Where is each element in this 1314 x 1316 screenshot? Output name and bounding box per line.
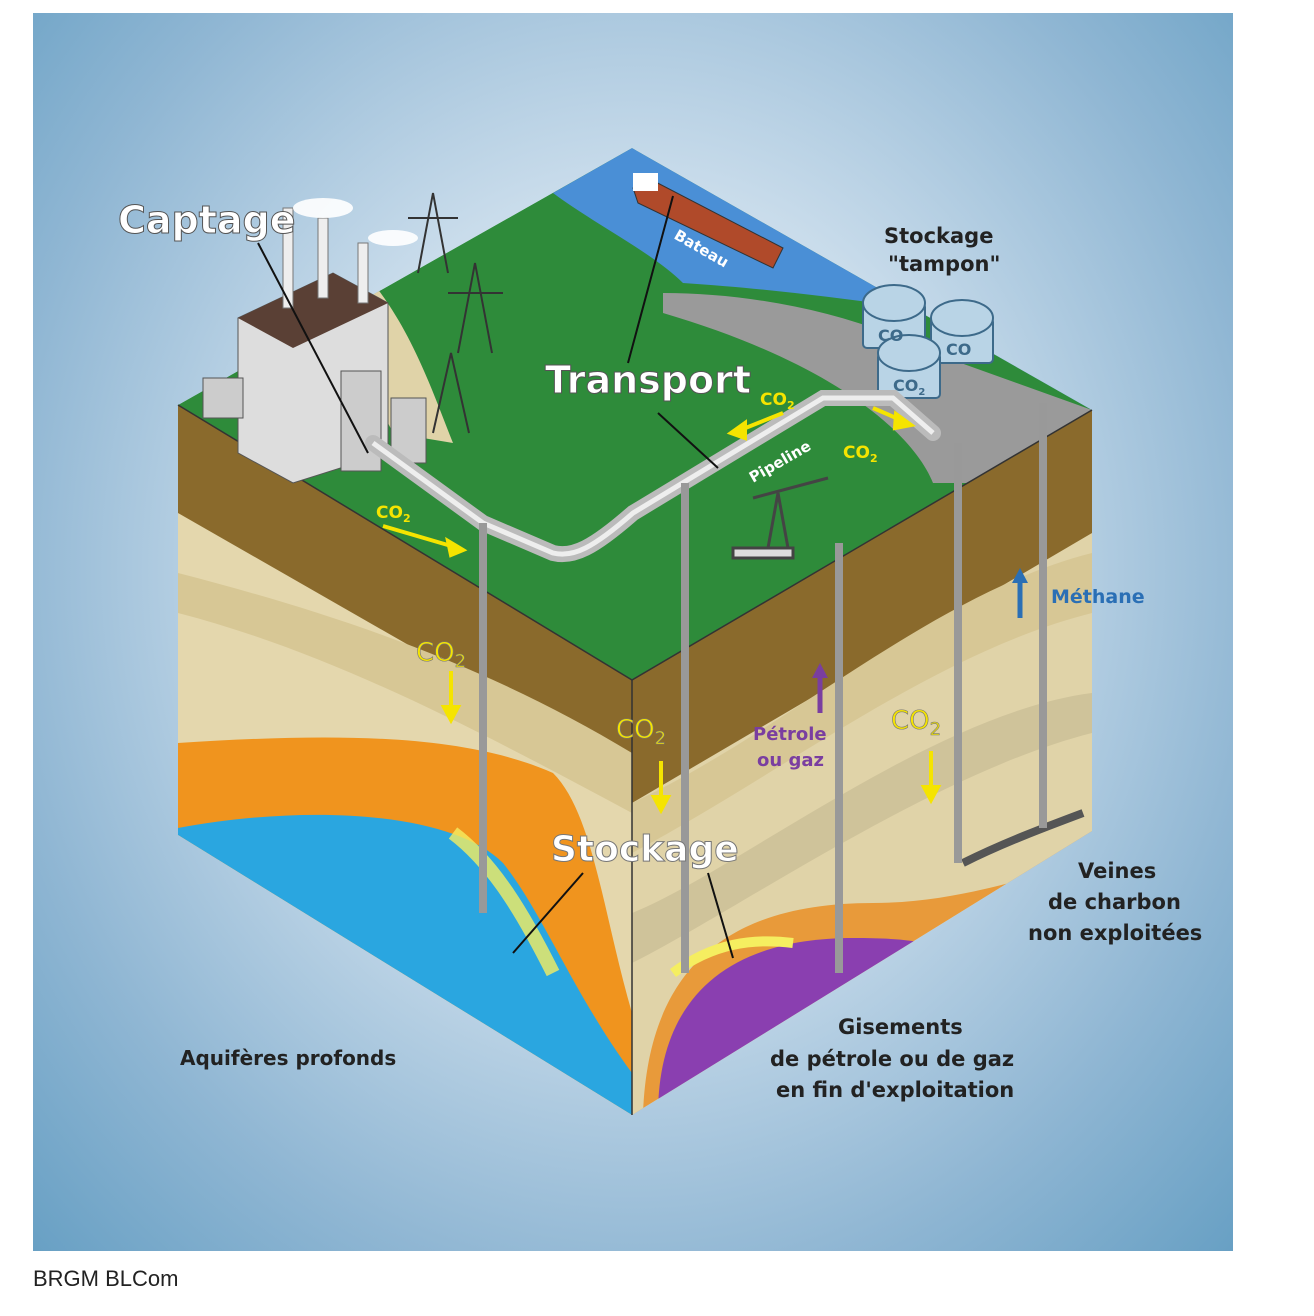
transport-label: Transport xyxy=(545,358,751,402)
co2-labels: CO2 CO2 CO2 CO2 CO2 CO2 xyxy=(376,390,941,749)
co2-label: CO xyxy=(893,376,918,395)
stockage-tampon-label-1: Stockage xyxy=(884,224,993,248)
coal-seam xyxy=(961,809,1085,867)
diagram-svg xyxy=(177,148,1093,1115)
topsoil-layer xyxy=(178,405,632,773)
co2-subscript: 2 xyxy=(918,387,925,398)
svg-text:CO2: CO2 xyxy=(616,715,666,749)
power-plant xyxy=(202,198,427,484)
petrole-label-2: ou gaz xyxy=(757,750,824,771)
svg-text:CO2: CO2 xyxy=(416,638,466,672)
co2-label: CO xyxy=(616,715,655,745)
co2-subscript: 2 xyxy=(455,651,466,672)
co2-subscript: 2 xyxy=(403,512,411,525)
wells xyxy=(479,403,1047,973)
ship xyxy=(632,173,784,269)
co2-label: CO xyxy=(946,340,971,359)
svg-text:CO2: CO2 xyxy=(891,706,941,740)
co2-subscript: 2 xyxy=(870,452,878,465)
stockage-label: Stockage xyxy=(551,829,739,870)
svg-text:CO: CO xyxy=(946,340,971,359)
image-credit: BRGM BLCom xyxy=(33,1266,179,1291)
co2-label: CO xyxy=(891,706,930,736)
veines-label-2: de charbon xyxy=(1048,890,1181,914)
co2-label: CO xyxy=(878,326,903,345)
bateau-label: Bateau xyxy=(671,226,732,271)
co2-subscript: 2 xyxy=(930,719,941,740)
diagram-labels: Captage Transport Stockage Stockage "tam… xyxy=(118,198,1203,1103)
aquiferes-label: Aquifères profonds xyxy=(180,1046,396,1070)
co2-label: CO xyxy=(843,443,870,463)
veines-label-3: non exploitées xyxy=(1028,921,1202,945)
methane-label: Méthane xyxy=(1051,586,1145,608)
svg-text:CO2: CO2 xyxy=(376,503,411,525)
gisements-label-2: de pétrole ou de gaz xyxy=(770,1047,1014,1071)
svg-text:CO: CO xyxy=(878,326,903,345)
leader-lines xyxy=(257,195,734,959)
co2-label: CO xyxy=(376,503,403,523)
buffer-storage-tanks xyxy=(862,284,994,399)
stockage-tampon-label-2: "tampon" xyxy=(888,252,1000,276)
co2-storage-diagram: Captage Transport Stockage Stockage "tam… xyxy=(33,13,1233,1251)
deep-aquifer xyxy=(178,814,632,1115)
co2-label: CO xyxy=(416,638,455,668)
co2-subscript: 2 xyxy=(655,728,666,749)
svg-text:CO2: CO2 xyxy=(843,443,878,465)
svg-text:CO2: CO2 xyxy=(760,390,795,412)
oil-arrow xyxy=(812,663,828,713)
pipeline-label: Pipeline xyxy=(746,437,814,487)
co2-label: CO xyxy=(760,390,787,410)
captage-label: Captage xyxy=(118,198,296,242)
svg-text:CO2: CO2 xyxy=(893,376,925,398)
gisements-label-3: en fin d'exploitation xyxy=(776,1078,1014,1102)
veines-label-1: Veines xyxy=(1078,859,1156,883)
power-pylons xyxy=(408,192,503,434)
co2-subscript: 2 xyxy=(787,399,795,412)
co2-flow-arrows xyxy=(382,406,942,815)
gisements-label-1: Gisements xyxy=(838,1015,963,1039)
methane-arrow xyxy=(1012,568,1028,618)
tank-co2-labels: CO CO CO2 xyxy=(878,326,971,398)
pump-jack xyxy=(731,476,829,560)
petrole-label-1: Pétrole xyxy=(753,724,827,745)
